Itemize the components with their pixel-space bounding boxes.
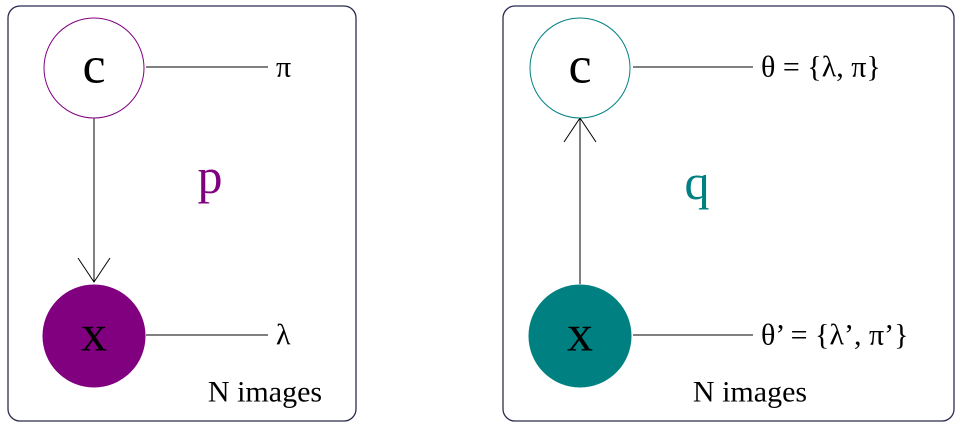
right-observed-node xyxy=(528,284,632,388)
right-latent-param: θ = {λ, π} xyxy=(761,51,881,84)
left-plate xyxy=(7,5,357,422)
right-panel: c θ = {λ, π} q x θ’ = {λ’, π’} N images xyxy=(502,5,955,422)
right-observed-param: θ’ = {λ’, π’} xyxy=(761,319,909,352)
right-latent-node-label: c xyxy=(568,38,591,95)
left-observed-node-label: x xyxy=(81,306,107,363)
left-latent-node-label: c xyxy=(82,38,105,95)
left-plate-label: N images xyxy=(208,376,322,409)
left-observed-param: λ xyxy=(276,319,291,352)
left-latent-node xyxy=(43,17,145,119)
right-model-name: q xyxy=(685,154,710,210)
right-latent-node xyxy=(529,17,631,119)
left-model-name: p xyxy=(198,148,223,204)
left-arrowhead xyxy=(77,257,111,283)
right-plate-label: N images xyxy=(693,376,807,409)
right-plate xyxy=(502,5,955,422)
left-panel: c π p x λ N images xyxy=(7,5,357,422)
left-observed-node xyxy=(42,284,146,388)
right-observed-node-label: x xyxy=(567,306,593,363)
left-latent-param: π xyxy=(276,51,291,84)
